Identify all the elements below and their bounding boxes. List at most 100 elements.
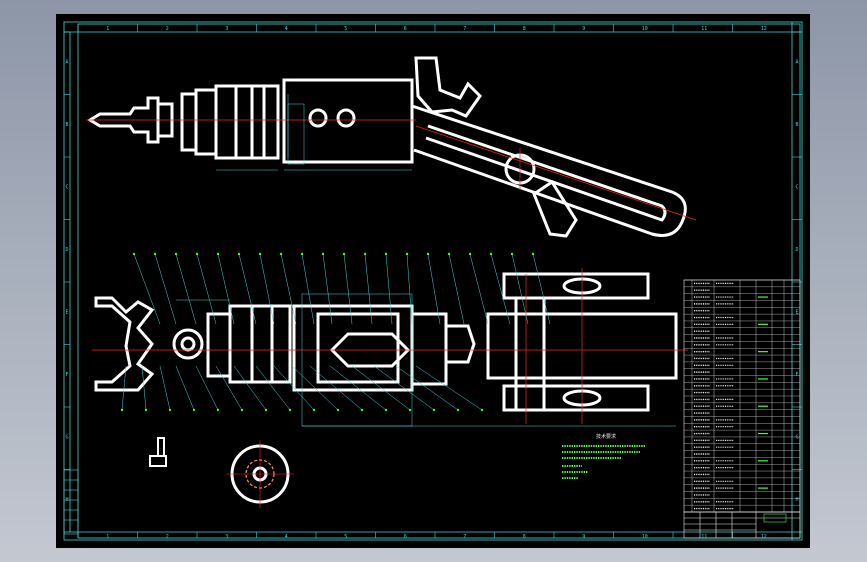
part-leader [364,253,373,325]
zone-letter-top: 4 [285,26,288,32]
zone-ticks [64,24,802,538]
part-balloon [174,252,178,256]
part-balloon [300,252,304,256]
part-leader [217,253,235,325]
part-leader [291,365,339,411]
part-leader [238,253,257,325]
part-leader [322,253,333,325]
title-block [683,511,801,539]
technical-requirements-title: 技术要求 [596,433,616,440]
part-leader [427,253,441,325]
part-leader [511,253,529,325]
zone-letter-bottom: 3 [225,534,228,540]
arm-top-centerlines [86,119,697,221]
part-balloon [447,252,451,256]
zone-letter-top: 11 [701,26,707,32]
part-balloon [237,252,241,256]
bom-rows [684,279,800,513]
part-balloon [279,252,283,256]
zone-letter-right: A [796,59,799,65]
zone-letter-left: D [66,247,69,253]
zone-letter-top: 2 [166,26,169,32]
part-leader [154,253,177,325]
zone-letter-top: 5 [344,26,347,32]
part-balloon [120,408,124,412]
part-leader [448,253,465,325]
zone-letter-bottom: 4 [285,534,288,540]
zone-letter-top: 7 [463,26,466,32]
part-balloon [510,252,514,256]
zone-letter-right: H [796,497,799,503]
part-balloon [405,252,409,256]
zone-letter-bottom: 1 [106,534,109,540]
part-leader [133,253,161,325]
part-balloon [195,252,199,256]
part-leader [159,365,171,411]
drawing-frame [63,21,803,541]
bom-columns [691,280,785,512]
part-balloon [384,408,388,412]
part-leader [385,253,393,325]
part-balloon [153,252,157,256]
zone-letter-bottom: 12 [761,534,767,540]
part-leader [469,253,489,325]
zone-letter-right: F [796,372,799,378]
part-balloon [312,408,316,412]
part-leader [309,365,363,411]
part-balloon [216,408,220,412]
parts-list-table [683,279,801,513]
part-balloon [168,408,172,412]
zone-letter-left: E [66,309,69,315]
part-balloon [384,252,388,256]
zone-letter-left: B [66,122,69,128]
part-leader [121,365,127,411]
part-leader [273,365,315,411]
part-leader [490,253,511,325]
part-leader [233,365,267,411]
arm-assembly-top-view [87,56,687,238]
part-leader [141,365,147,411]
zone-letter-right: G [796,434,799,440]
part-leader [175,253,197,325]
part-balloon [360,408,364,412]
part-leader [175,365,195,411]
part-balloon [531,252,535,256]
zone-letter-right: D [796,247,799,253]
part-leader [329,365,387,411]
part-leader [373,365,435,411]
zone-letter-top: 12 [761,26,767,32]
zone-letter-bottom: 7 [463,534,466,540]
part-balloon [132,252,136,256]
part-leader [301,253,315,325]
part-leader [280,253,297,325]
part-balloon [216,252,220,256]
part-leader [343,253,353,325]
gripper-section-centerlines [92,268,688,424]
zone-letter-bottom: 2 [166,534,169,540]
part-balloon [489,252,493,256]
part-leader [259,253,275,325]
part-leader [351,365,411,411]
zone-letter-top: 1 [106,26,109,32]
part-balloon [264,408,268,412]
part-balloon [456,408,460,412]
part-leader [406,253,413,325]
zone-letter-top: 3 [225,26,228,32]
part-balloon [258,252,262,256]
part-balloon [480,408,484,412]
zone-letter-bottom: 11 [701,534,707,540]
part-balloon [336,408,340,412]
part-leader [395,365,459,411]
zone-letter-bottom: 10 [642,534,648,540]
part-leader [215,365,243,411]
zone-letter-left: G [66,434,69,440]
part-balloon [426,252,430,256]
part-balloon [192,408,196,412]
part-leaders [120,252,551,412]
zone-letter-right: E [796,309,799,315]
part-leader [415,365,483,411]
zone-letter-bottom: 5 [344,534,347,540]
